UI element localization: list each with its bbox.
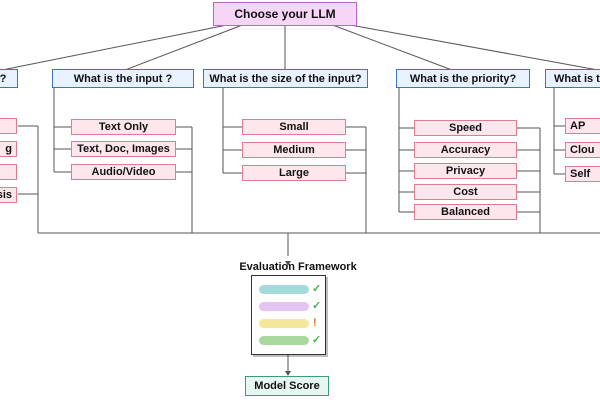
option-large: Large [242, 165, 346, 181]
check-mark-icon: ✓ [312, 334, 322, 346]
left-option-4: sis [0, 187, 17, 203]
check-mark-icon: ✓ [312, 300, 322, 312]
option-speed: Speed [414, 120, 517, 136]
check-mark-icon: ✓ [312, 283, 322, 295]
evaluation-bar-2 [259, 302, 309, 311]
evaluation-document: ✓ ✓ ! ✓ [251, 275, 326, 355]
question-input-type: What is the input ? [52, 69, 194, 88]
warning-mark-icon: ! [313, 317, 317, 329]
left-option-1 [0, 118, 17, 134]
option-accuracy: Accuracy [414, 142, 517, 158]
title-node: Choose your LLM [213, 2, 357, 26]
question-partial-right: What is th [545, 69, 600, 88]
right-option-3: Self [565, 166, 600, 182]
right-option-2: Clou [565, 142, 600, 158]
question-priority: What is the priority? [396, 69, 530, 88]
evaluation-bar-4 [259, 336, 309, 345]
question-partial-left: ? [0, 69, 18, 88]
option-medium: Medium [242, 142, 346, 158]
option-balanced: Balanced [414, 204, 517, 220]
model-score-node: Model Score [245, 376, 329, 396]
option-small: Small [242, 119, 346, 135]
option-privacy: Privacy [414, 163, 517, 179]
right-option-1: AP [565, 118, 600, 134]
evaluation-bar-1 [259, 285, 309, 294]
left-option-2: g [0, 141, 17, 157]
question-input-size: What is the size of the input? [203, 69, 368, 88]
option-audio-video: Audio/Video [71, 164, 176, 180]
left-option-3 [0, 164, 17, 180]
evaluation-bar-3 [259, 319, 309, 328]
option-text-doc-images: Text, Doc, Images [71, 141, 176, 157]
option-text-only: Text Only [71, 119, 176, 135]
option-cost: Cost [414, 184, 517, 200]
evaluation-title: Evaluation Framework [239, 261, 357, 273]
